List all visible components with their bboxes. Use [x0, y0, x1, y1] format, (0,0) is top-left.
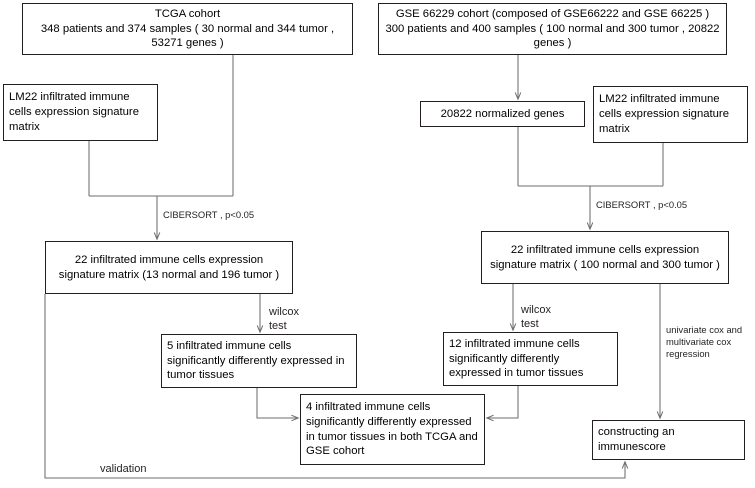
twelve-cells-box: 12 infiltrated immune cells significantl…: [443, 332, 618, 386]
lm22-matrix-box-right: LM22 infiltrated immune cells expression…: [593, 86, 748, 143]
cox-regression-label: univariate cox and multivariate cox regr…: [666, 324, 743, 360]
normalized-genes-box: 20822 normalized genes: [420, 101, 585, 127]
edge-twelve-to-four: [485, 386, 519, 422]
five-cells-box: 5 infiltrated immune cells significantly…: [161, 334, 357, 388]
lm22-matrix-box-left: LM22 infiltrated immune cells expression…: [3, 84, 158, 141]
cibersort-label-right: CIBERSORT , p<0.05: [596, 199, 688, 210]
cibersort-label-left: CIBERSORT , p<0.05: [163, 209, 255, 220]
gse-cohort-box: GSE 66229 cohort (composed of GSE66222 a…: [378, 3, 727, 55]
edge-five-to-four: [256, 388, 300, 422]
immune-matrix-box-tcga: 22 infiltrated immune cells expression s…: [45, 241, 293, 294]
constructing-immunescore-box: constructing an immunescore: [592, 420, 745, 460]
wilcox-test-label-left: wilcox test: [269, 306, 299, 333]
validation-label: validation: [100, 463, 147, 475]
tcga-cohort-box: TCGA cohort 348 patients and 374 samples…: [22, 3, 353, 55]
four-cells-box: 4 infiltrated immune cells significantly…: [300, 394, 485, 465]
immune-matrix-box-gse: 22 infiltrated immune cells expression s…: [481, 231, 729, 284]
wilcox-test-label-right: wilcox test: [521, 304, 551, 331]
